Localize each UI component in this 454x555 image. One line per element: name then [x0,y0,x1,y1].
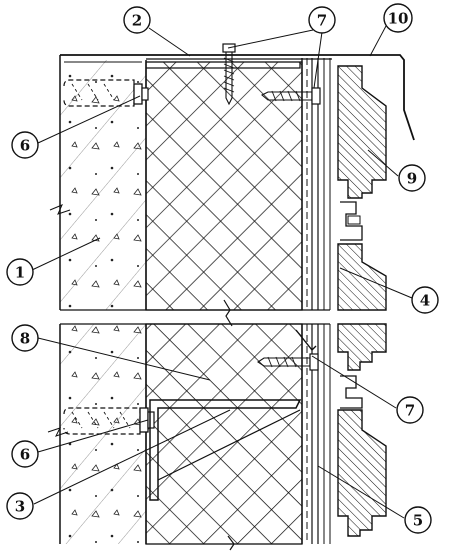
svg-text:6: 6 [20,446,30,464]
callout-1: 1 [6,258,34,286]
svg-text:9: 9 [407,170,417,188]
concrete-wall-lines-upper [60,60,146,310]
svg-text:6: 6 [20,137,30,155]
svg-text:7: 7 [317,12,327,30]
support-bracket [149,399,302,501]
callout-6-top: 6 [11,131,39,159]
screw-horizontal-upper [261,87,321,105]
callouts: 2 7 10 6 9 1 4 8 [6,3,439,534]
callout-7-top: 7 [308,6,336,34]
upper-section [49,43,415,311]
svg-text:5: 5 [413,512,423,530]
callout-7-bottom: 7 [396,396,424,424]
callout-2: 2 [123,6,151,34]
callout-4: 4 [411,286,439,314]
svg-text:8: 8 [20,330,30,348]
callout-3: 3 [6,492,34,520]
svg-text:1: 1 [15,264,25,282]
lower-section [47,323,387,551]
callout-10: 10 [383,3,413,33]
insulation-upper [145,61,303,311]
insulation-lower [145,323,303,545]
screw-horizontal-lower [257,353,319,371]
cladding-panel-lower-bottom [337,409,387,537]
callout-6-bottom: 6 [11,440,39,468]
svg-text:3: 3 [15,498,25,516]
svg-text:4: 4 [420,292,430,310]
cladding-panel-lower-top [337,323,387,371]
top-flashing [60,54,415,141]
callout-9: 9 [398,164,426,192]
svg-text:10: 10 [388,10,409,28]
callout-5: 5 [404,506,432,534]
callout-8: 8 [11,324,39,352]
cladding-panel-upper [337,65,387,199]
svg-text:7: 7 [405,402,415,420]
svg-text:2: 2 [132,12,142,30]
